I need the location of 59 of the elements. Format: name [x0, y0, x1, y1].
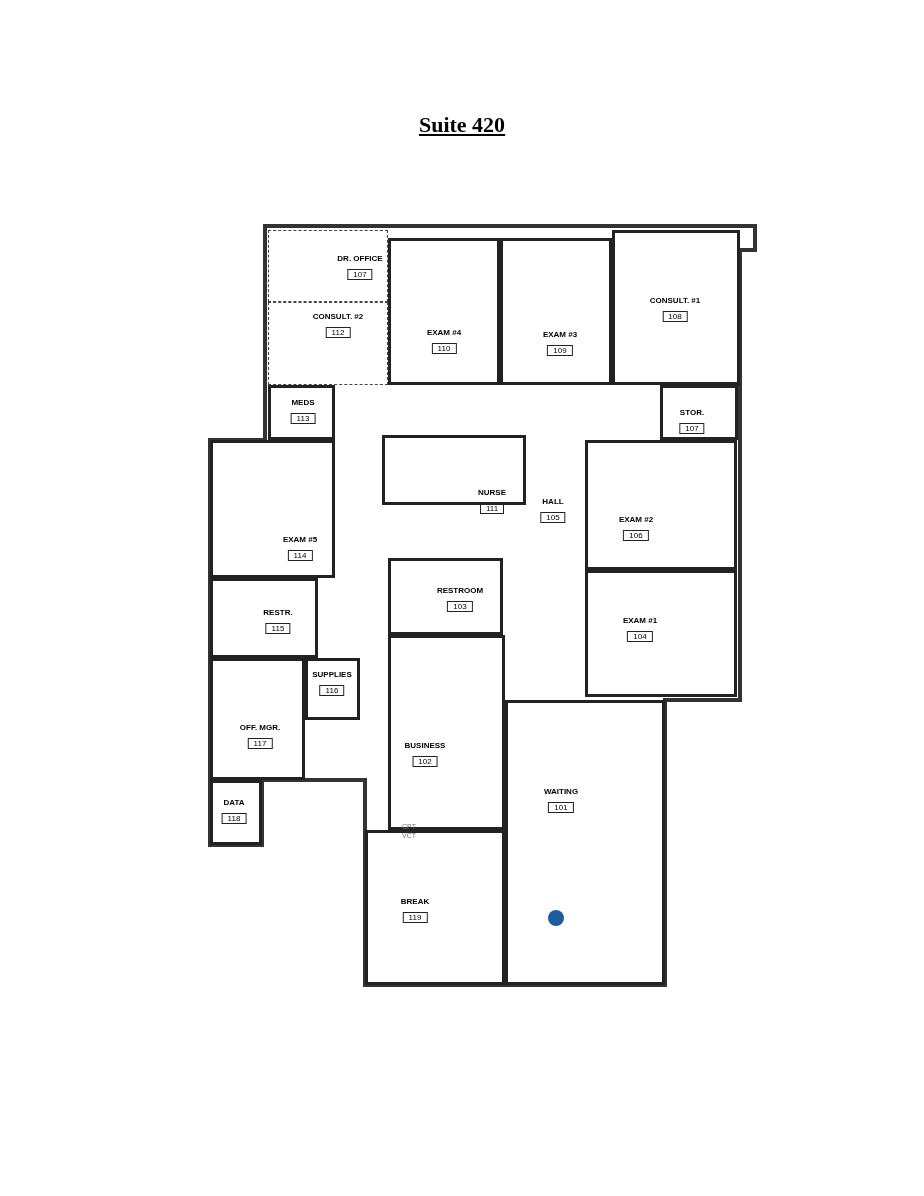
- room-name: HALL: [541, 497, 565, 506]
- room-name: EXAM #2: [618, 515, 654, 524]
- storage-room: [268, 385, 335, 440]
- exam-room: [585, 570, 737, 697]
- exam-room: [210, 440, 335, 578]
- room-number: 110: [431, 343, 457, 354]
- room-name: BREAK: [400, 897, 430, 906]
- room-number: 117: [247, 738, 273, 749]
- room-name: CONSULT. #2: [312, 312, 364, 321]
- room-number: 108: [662, 311, 688, 322]
- room-number: 102: [412, 756, 438, 767]
- room-number: 103: [447, 601, 473, 612]
- room-name: RESTROOM: [436, 586, 484, 595]
- room-number: 114: [287, 550, 313, 561]
- room-number: 101: [548, 802, 574, 813]
- room-name: STOR.: [679, 408, 705, 417]
- room-number: 107: [347, 269, 373, 280]
- restroom: [388, 558, 503, 635]
- room-number: 116: [319, 685, 345, 696]
- room-number: 104: [627, 631, 653, 642]
- office: [268, 230, 388, 302]
- room-name: BUSINESS: [404, 741, 446, 750]
- room-name: NURSE: [478, 488, 506, 497]
- room-name: OFF. MGR.: [239, 723, 281, 732]
- room-number: 113: [290, 413, 316, 424]
- room-number: 106: [623, 530, 649, 541]
- room-number: 119: [402, 912, 428, 923]
- exam-room: [585, 440, 737, 570]
- room-name: EXAM #5: [282, 535, 318, 544]
- room-name: MEDS: [290, 398, 316, 407]
- room-number: 109: [547, 345, 573, 356]
- title: Suite 420: [418, 112, 506, 137]
- room-number: 112: [325, 327, 351, 338]
- room-name: CONSULT. #1: [649, 296, 701, 305]
- room-name: RESTR.: [263, 608, 293, 617]
- storage-room: [305, 658, 360, 720]
- office: [210, 658, 305, 780]
- waiting-room: [505, 700, 665, 985]
- room-number: 107: [679, 423, 705, 434]
- room-number: 115: [265, 623, 291, 634]
- consult-room: [612, 230, 740, 385]
- room-number: 111: [479, 503, 505, 514]
- data-room: [210, 780, 262, 845]
- room-name: DR. OFFICE: [337, 254, 383, 263]
- consult-room: [268, 302, 388, 385]
- exam-room: [388, 238, 500, 385]
- room-number: 105: [540, 512, 566, 523]
- break-room: [365, 830, 505, 985]
- room-name: WAITING: [543, 787, 579, 796]
- room-name: EXAM #3: [542, 330, 578, 339]
- restroom: [210, 578, 318, 658]
- room-name: EXAM #4: [426, 328, 462, 337]
- business-office: [388, 635, 505, 830]
- room-name: DATA: [222, 798, 246, 807]
- room-name: EXAM #1: [622, 616, 658, 625]
- room-number: 118: [221, 813, 247, 824]
- room-name: SUPPLIES: [312, 670, 352, 679]
- exam-room: [500, 238, 612, 385]
- storage-room: [660, 385, 738, 440]
